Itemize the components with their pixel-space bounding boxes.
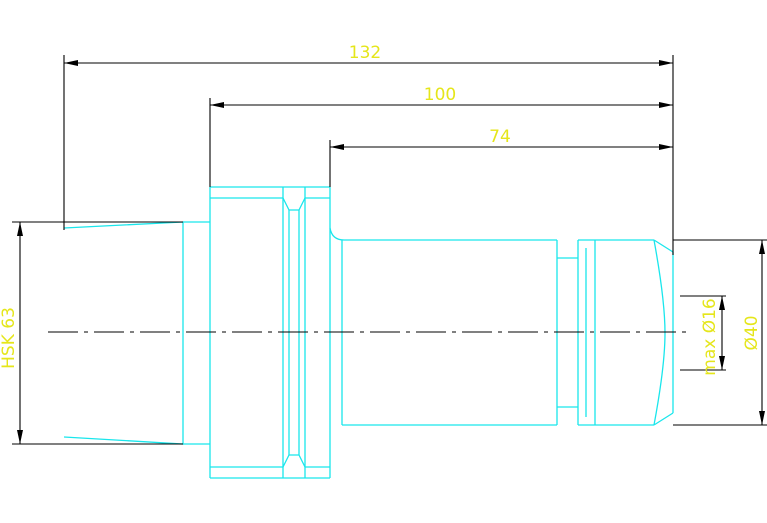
dim-label-74: 74	[489, 127, 511, 147]
dim-label-132: 132	[349, 43, 381, 63]
dim-label-d40: Ø40	[742, 315, 762, 350]
dimension-lines	[12, 55, 767, 445]
dim-label-100: 100	[424, 85, 456, 105]
tool-holder-outline	[63, 186, 674, 479]
flange	[209, 186, 331, 479]
hsk-taper	[63, 221, 184, 445]
dim-label-max-bore: max Ø16	[700, 298, 720, 375]
dim-label-hsk: HSK 63	[0, 307, 19, 369]
shank	[329, 227, 674, 426]
